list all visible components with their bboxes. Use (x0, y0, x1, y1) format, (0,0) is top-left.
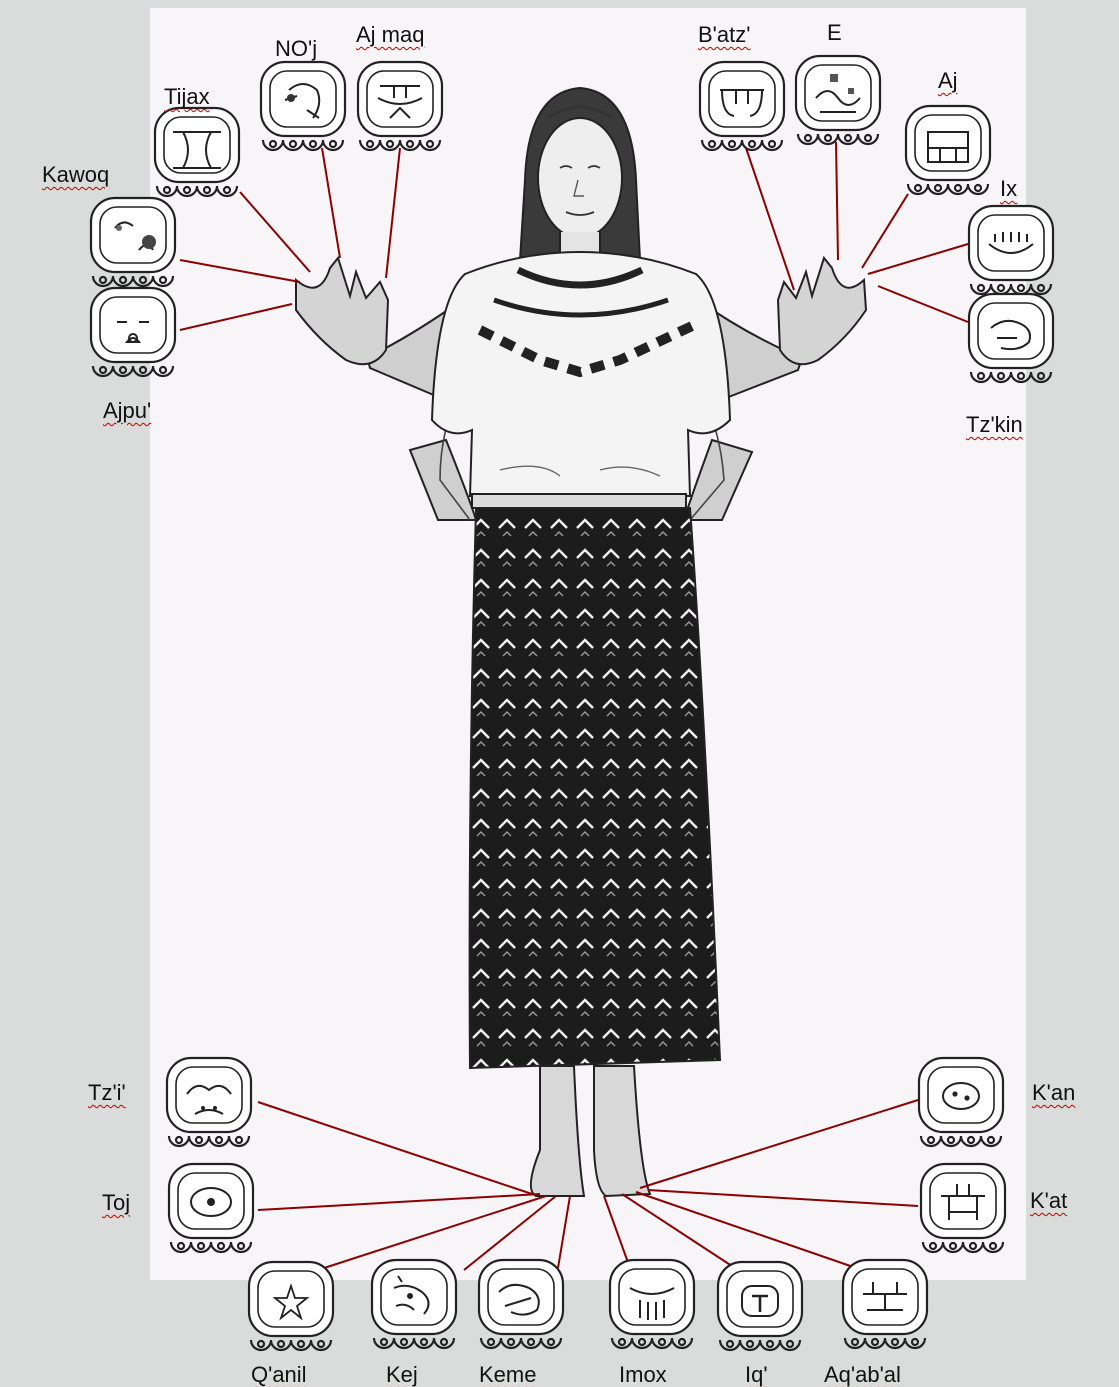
label-kej: Kej (386, 1364, 418, 1386)
label-tzkin: Tz'kin (966, 414, 1023, 436)
label-tzi: Tz'i' (88, 1082, 126, 1104)
label-kan: K'an (1032, 1082, 1075, 1104)
label-kat: K'at (1030, 1190, 1067, 1212)
label-toj: Toj (102, 1192, 130, 1214)
label-iq: Iq' (745, 1364, 768, 1386)
label-ajpu: Ajpu' (103, 400, 151, 422)
label-batz: B'atz' (698, 24, 750, 46)
label-ajmaq: Aj maq (356, 24, 424, 46)
label-aj: Aj (938, 70, 958, 92)
label-ix: Ix (1000, 178, 1017, 200)
label-keme: Keme (479, 1364, 536, 1386)
label-qanil: Q'anil (251, 1364, 307, 1386)
label-tijax: Tijax (164, 86, 210, 108)
label-imox: Imox (619, 1364, 667, 1386)
label-aqabal: Aq'ab'al (824, 1364, 901, 1386)
label-noj: NO'j (275, 38, 317, 60)
label-kawoq: Kawoq (42, 164, 109, 186)
label-e: E (827, 22, 842, 44)
